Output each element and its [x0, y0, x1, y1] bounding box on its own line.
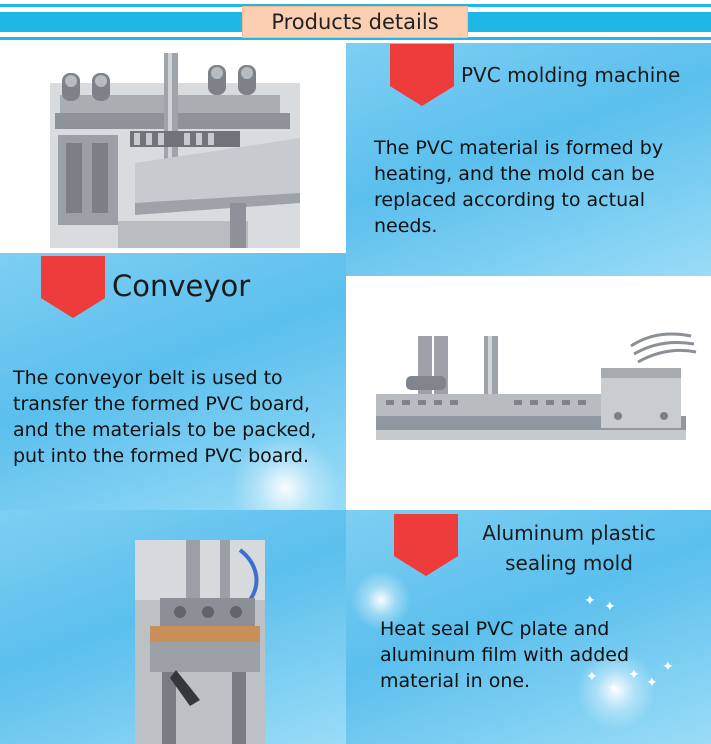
- section-marker: [41, 256, 105, 318]
- conveyor-section: Conveyor The conveyor belt is used to tr…: [0, 253, 346, 510]
- page-title: Products details: [271, 10, 439, 34]
- section-body: The PVC material is formed by heating, a…: [374, 137, 664, 237]
- sparkle-icon: ✦: [662, 659, 674, 675]
- header-title-box: Products details: [242, 6, 468, 38]
- sparkle-icon: ✦: [646, 675, 658, 691]
- section-heading: Conveyor: [112, 269, 251, 303]
- section-body: Heat seal PVC plate and aluminum film wi…: [380, 618, 630, 692]
- sealing-mold-illustration: [135, 540, 265, 744]
- sealing-mold-photo-panel: [0, 510, 346, 744]
- pvc-molding-machine-section: PVC molding machine The PVC material is …: [346, 43, 711, 276]
- pvc-molding-machine-photo: [0, 43, 346, 253]
- sparkle-icon: ✦: [586, 669, 598, 685]
- light-flare: [576, 650, 656, 730]
- sparkle-icon: ✦: [584, 593, 596, 609]
- header-rule-top: [0, 4, 711, 7]
- light-flare: [351, 570, 411, 630]
- sparkle-icon: ✦: [608, 681, 620, 697]
- sealing-mold-section: ✦ ✦ ✦ ✦ ✦ ✦ ✦ Aluminum plastic sealing m…: [346, 510, 711, 744]
- section-marker: [390, 44, 454, 106]
- sparkle-icon: ✦: [628, 667, 640, 683]
- sparkle-icon: ✦: [604, 599, 616, 615]
- conveyor-photo: [346, 276, 711, 510]
- header-rule-bottom: [0, 37, 711, 40]
- pvc-molding-machine-illustration: [0, 43, 346, 253]
- section-marker: [394, 514, 458, 576]
- section-heading: PVC molding machine: [461, 63, 681, 87]
- section-heading: Aluminum plastic sealing mold: [482, 521, 656, 575]
- section-body: The conveyor belt is used to transfer th…: [13, 367, 317, 467]
- header-banner: Products details: [0, 0, 711, 42]
- conveyor-illustration: [346, 276, 711, 510]
